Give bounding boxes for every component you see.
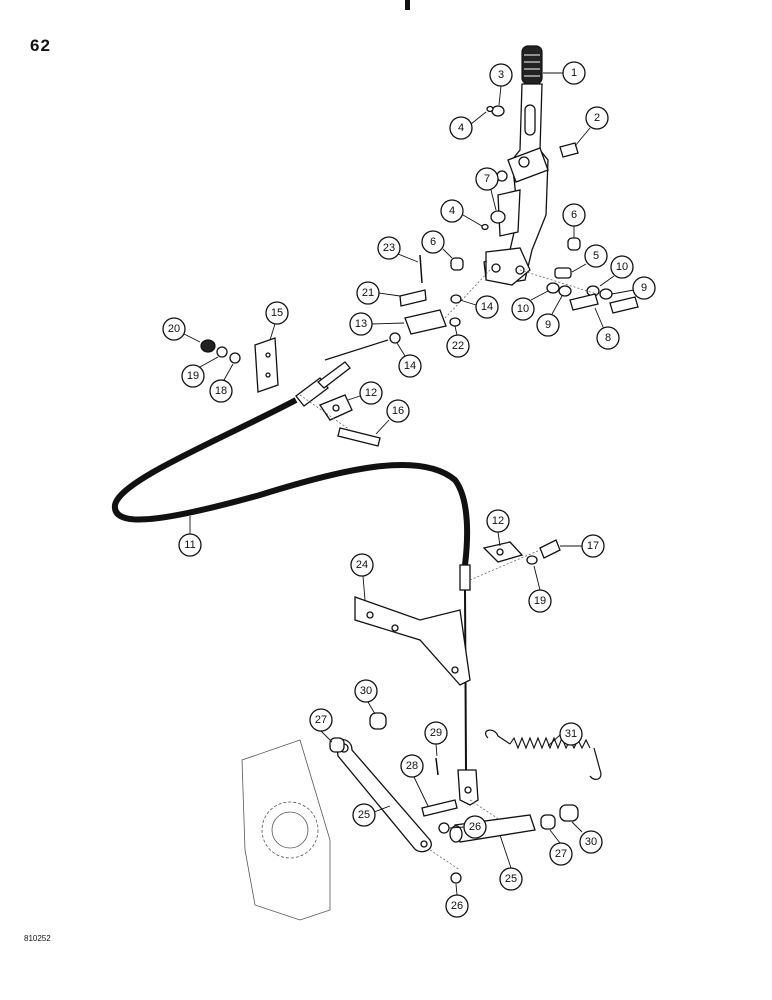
callout-28: 28: [400, 754, 429, 807]
callout-27-left: 27: [309, 708, 333, 743]
svg-text:30: 30: [360, 685, 372, 697]
svg-text:21: 21: [362, 287, 374, 299]
svg-text:12: 12: [365, 387, 377, 399]
svg-text:9: 9: [641, 282, 647, 294]
svg-text:17: 17: [587, 540, 599, 552]
callout-26-mid: 26: [449, 815, 487, 839]
svg-text:6: 6: [430, 236, 436, 248]
svg-text:12: 12: [492, 515, 504, 527]
svg-text:9: 9: [545, 319, 551, 331]
mounting-plate: [354, 596, 471, 686]
svg-text:14: 14: [404, 360, 416, 372]
svg-text:27: 27: [555, 848, 567, 860]
callout-29: 29: [424, 721, 448, 757]
svg-text:13: 13: [355, 318, 367, 330]
callout-5: 5: [571, 244, 608, 273]
callout-4-mid: 4: [440, 199, 483, 227]
svg-text:10: 10: [616, 261, 628, 273]
svg-text:19: 19: [534, 595, 546, 607]
callout-17: 17: [560, 534, 605, 558]
svg-text:5: 5: [593, 250, 599, 262]
callout-22: 22: [446, 325, 470, 358]
callout-27-right: 27: [549, 829, 573, 866]
svg-text:26: 26: [469, 821, 481, 833]
callout-16: 16: [375, 399, 410, 435]
callout-14-right: 14: [459, 295, 499, 319]
callout-25-left: 25: [352, 803, 391, 827]
svg-text:10: 10: [517, 303, 529, 315]
callout-9-left: 9: [536, 295, 563, 337]
adjuster-block-hardware: [200, 337, 279, 393]
svg-text:20: 20: [168, 323, 180, 335]
callout-11: 11: [178, 516, 202, 557]
figure-id: 810252: [24, 934, 51, 943]
svg-text:29: 29: [430, 727, 442, 739]
lever-hardware: [450, 105, 639, 314]
svg-text:7: 7: [484, 173, 490, 185]
svg-text:22: 22: [452, 340, 464, 352]
svg-text:23: 23: [383, 242, 395, 254]
svg-text:3: 3: [498, 69, 504, 81]
lower-cable-bracket: [469, 539, 561, 581]
callout-26-bottom: 26: [445, 883, 469, 918]
svg-text:14: 14: [481, 301, 493, 313]
brake-lever: [483, 45, 549, 286]
callout-31: 31: [547, 722, 583, 747]
callout-4-top: 4: [449, 111, 487, 140]
callout-1: 1: [543, 61, 586, 85]
svg-text:25: 25: [358, 809, 370, 821]
callout-23: 23: [377, 236, 419, 263]
housing-outline: [241, 739, 331, 921]
svg-text:26: 26: [451, 900, 463, 912]
callout-3: 3: [489, 63, 513, 106]
svg-text:11: 11: [184, 539, 195, 551]
callout-19-upper: 19: [181, 356, 219, 388]
upper-cable-bracket: [299, 394, 381, 447]
callout-8: 8: [594, 307, 620, 350]
svg-text:28: 28: [406, 760, 418, 772]
callout-20: 20: [162, 317, 201, 343]
callout-30-top: 30: [354, 679, 378, 715]
svg-text:16: 16: [392, 405, 404, 417]
callout-18: 18: [209, 363, 234, 403]
callout-13: 13: [349, 312, 405, 336]
callout-14-left: 14: [396, 342, 422, 378]
svg-text:6: 6: [571, 209, 577, 221]
svg-text:18: 18: [215, 385, 227, 397]
return-spring: [485, 729, 602, 780]
callout-19-lower: 19: [528, 565, 552, 613]
svg-text:25: 25: [505, 873, 517, 885]
cable-clevis-hardware: [389, 254, 491, 344]
callout-15: 15: [265, 301, 289, 341]
svg-text:31: 31: [565, 728, 577, 740]
brake-cable: [111, 339, 479, 806]
top-fragment: [405, 0, 410, 10]
svg-text:4: 4: [449, 205, 455, 217]
callout-7: 7: [475, 167, 499, 211]
callout-6-right: 6: [562, 203, 586, 238]
brake-linkage: [329, 712, 579, 884]
page-number: 62: [30, 36, 51, 55]
svg-text:30: 30: [585, 836, 597, 848]
callout-10-left: 10: [511, 290, 549, 321]
callout-9-right: 9: [611, 276, 656, 300]
callout-6-left: 6: [421, 230, 453, 259]
callout-12-upper: 12: [347, 381, 383, 405]
callout-30-right: 30: [571, 821, 603, 854]
callout-24: 24: [350, 553, 374, 601]
svg-text:24: 24: [356, 559, 368, 571]
svg-text:15: 15: [271, 307, 283, 319]
svg-text:19: 19: [187, 370, 199, 382]
svg-text:2: 2: [594, 112, 600, 124]
svg-text:4: 4: [458, 122, 464, 134]
svg-text:1: 1: [571, 67, 577, 79]
callout-2: 2: [574, 106, 609, 147]
callout-21: 21: [356, 281, 401, 305]
callout-12-lower: 12: [486, 509, 510, 547]
callout-10-right: 10: [599, 255, 634, 287]
svg-text:27: 27: [315, 714, 327, 726]
callout-25-right: 25: [499, 834, 523, 891]
svg-text:8: 8: [605, 332, 611, 344]
